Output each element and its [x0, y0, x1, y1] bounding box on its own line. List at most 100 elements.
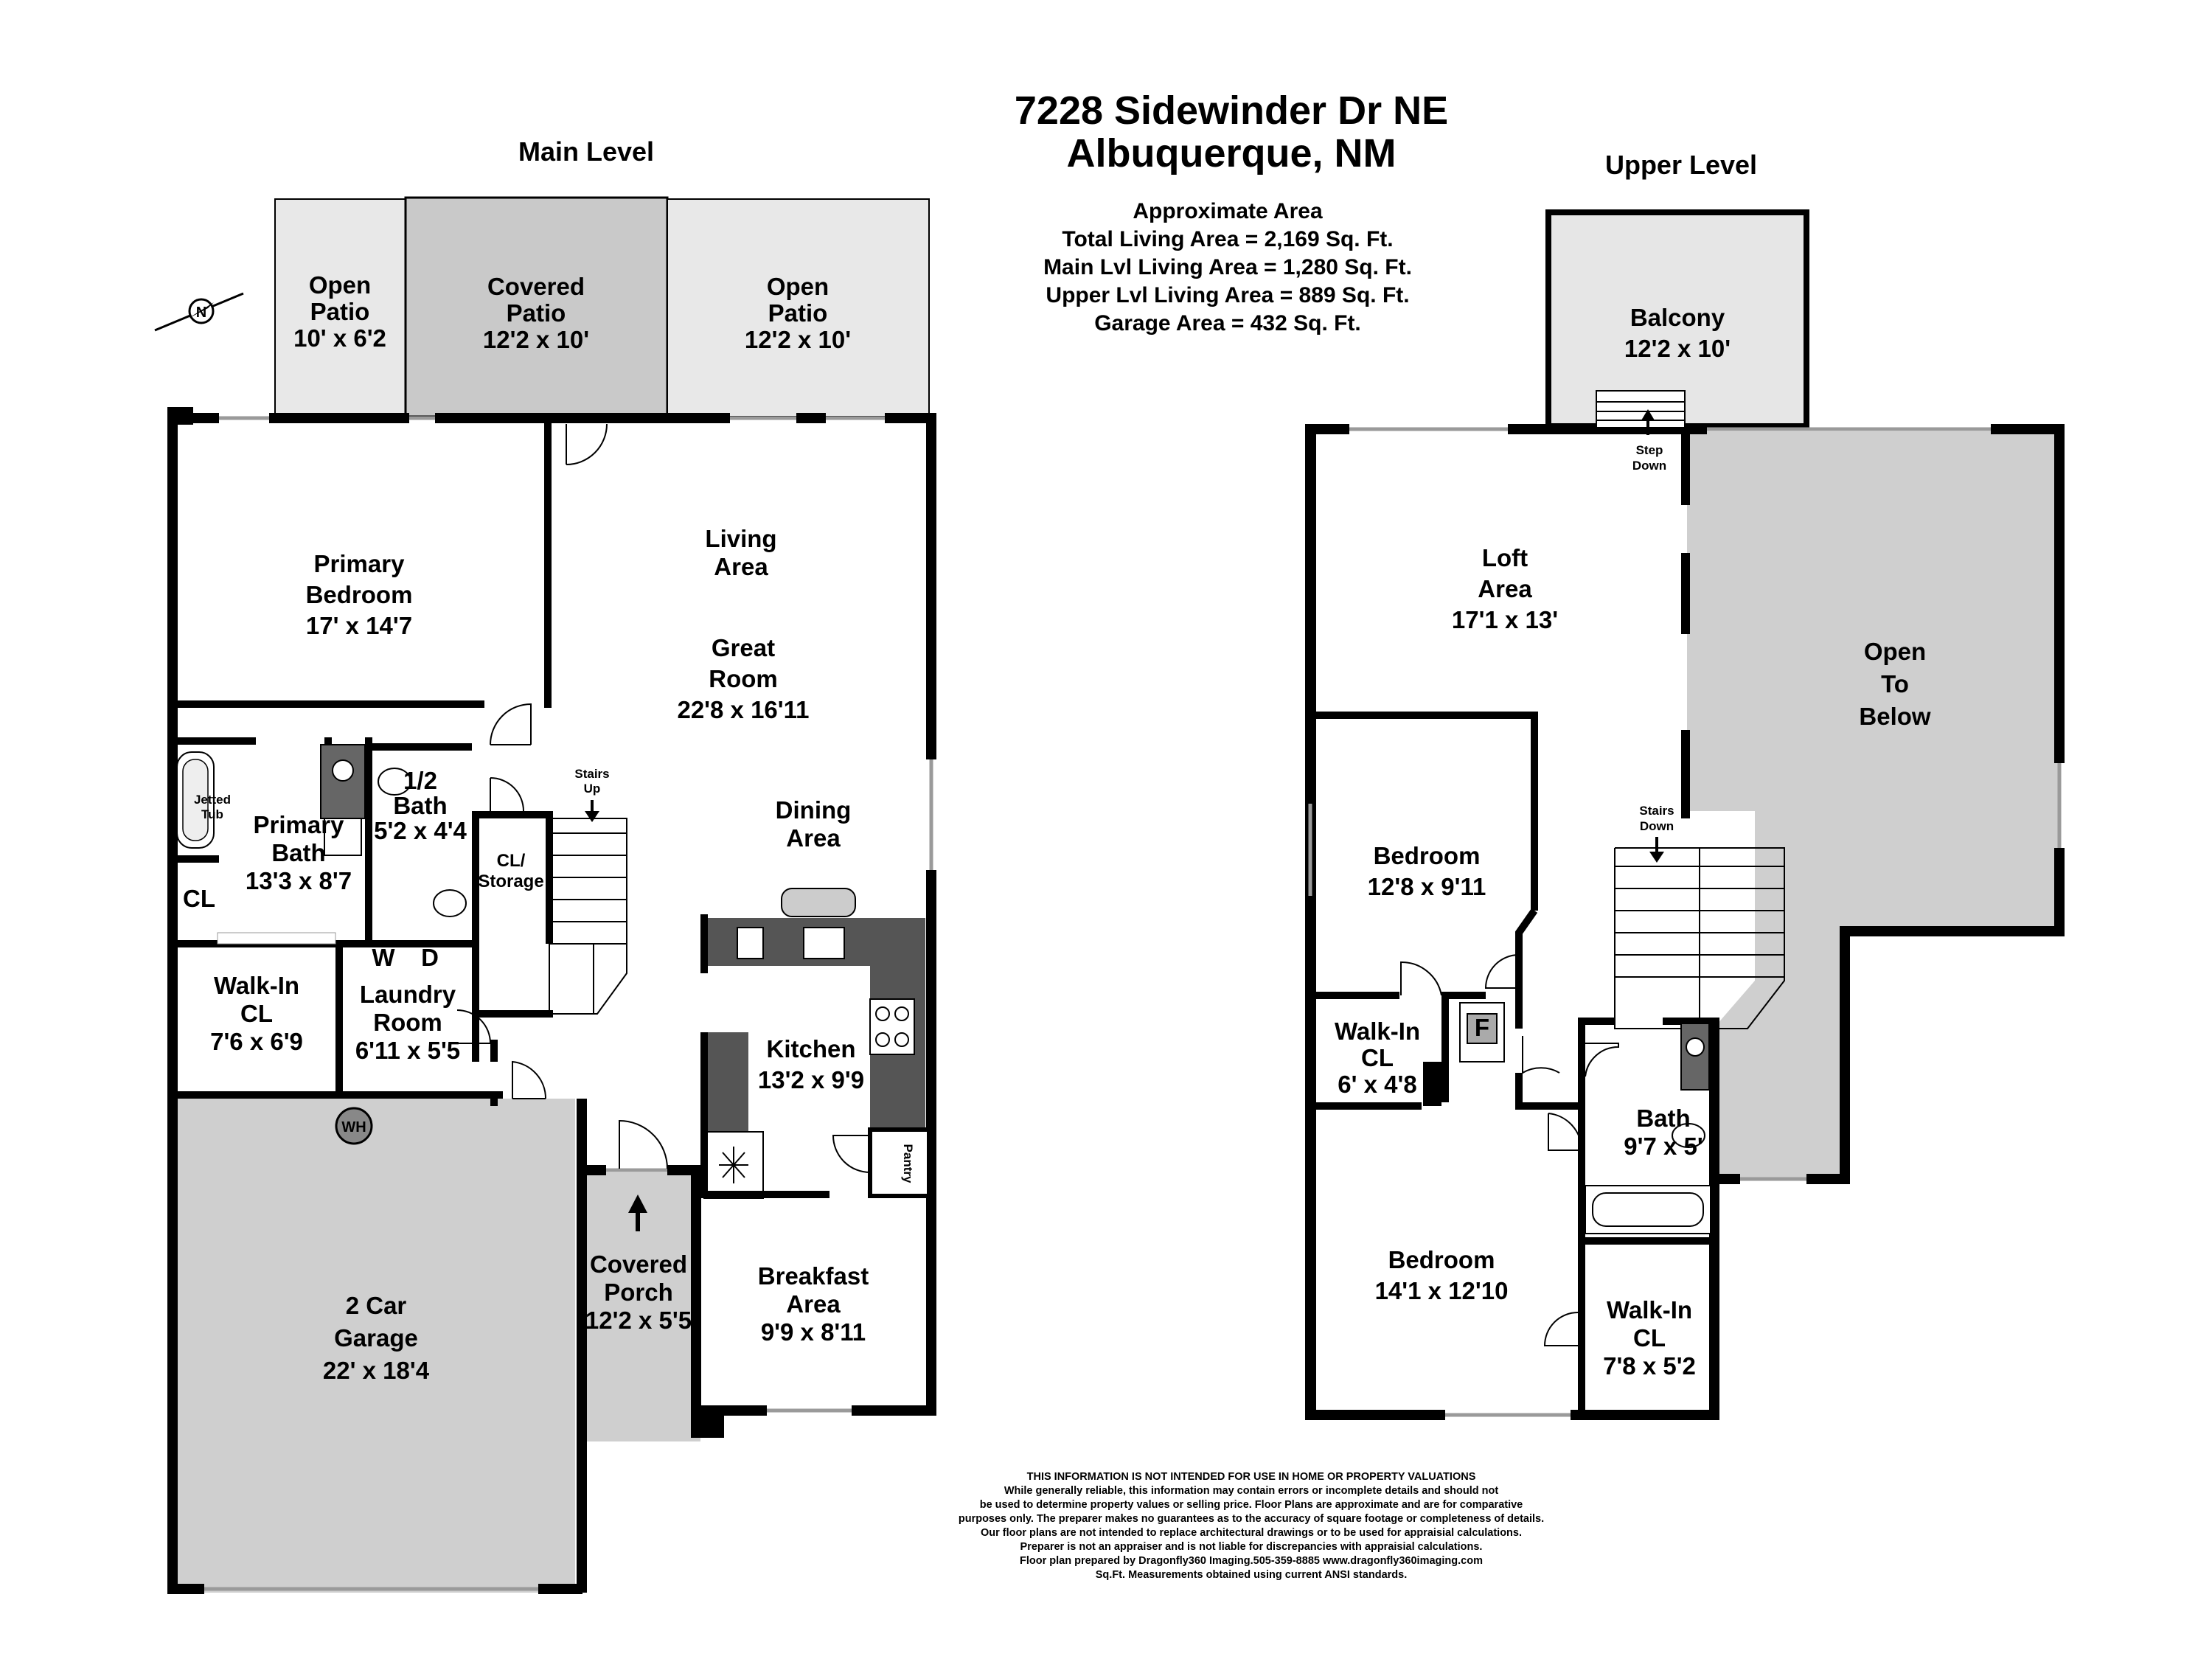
bath-name: Bath [1636, 1105, 1690, 1132]
walkin-cl-name-2: CL [240, 1000, 273, 1027]
disclaimer-line-2: While generally reliable, this informati… [1004, 1485, 1499, 1497]
walkin-cl-b-name: Walk-In [1607, 1296, 1692, 1324]
garage-floor [177, 1099, 575, 1593]
kitchen-size: 13'2 x 9'9 [758, 1066, 864, 1093]
bath-size: 9'7 x 5' [1624, 1133, 1703, 1160]
jetted-tub-label-2: Tub [201, 807, 223, 821]
garage-name: 2 Car [346, 1292, 407, 1319]
address-line-2: Albuquerque, NM [1067, 131, 1397, 175]
disclaimer-line-6: Preparer is not an appraiser and is not … [1020, 1541, 1483, 1553]
loft-size: 17'1 x 13' [1452, 606, 1558, 633]
covered-porch-name: Covered [590, 1251, 687, 1278]
cl-storage-label-2: Storage [478, 872, 543, 891]
main-level-title: Main Level [518, 136, 654, 167]
dining-area-name-2: Area [786, 824, 841, 852]
loft-name-2: Area [1478, 575, 1532, 602]
primary-bedroom-name: Primary [314, 550, 406, 577]
covered-patio-name: Covered [487, 273, 585, 300]
area-title: Approximate Area [1133, 199, 1323, 223]
garage-size: 22' x 18'4 [323, 1357, 430, 1384]
bedroom-a-size: 12'8 x 9'11 [1368, 873, 1486, 900]
balcony-size: 12'2 x 10' [1624, 335, 1731, 362]
porch-floor [586, 1172, 700, 1441]
open-patio-right-size: 12'2 x 10' [745, 326, 851, 353]
pantry-label: Pantry [901, 1144, 915, 1183]
great-room-name: Great [712, 634, 775, 661]
great-room-size: 22'8 x 16'11 [677, 696, 809, 723]
garage-name-2: Garage [334, 1324, 418, 1352]
walkin-cl-name: Walk-In [214, 972, 299, 999]
covered-porch-size: 12'2 x 5'5 [585, 1307, 692, 1334]
disclaimer-line-7: Floor plan prepared by Dragonfly360 Imag… [1020, 1555, 1483, 1567]
open-patio-right [667, 198, 930, 417]
walkin-cl-b-name-2: CL [1633, 1324, 1666, 1352]
open-to-below-2: To [1881, 670, 1909, 698]
cl-storage-label: CL/ [497, 851, 526, 871]
address-line-1: 7228 Sidewinder Dr NE [1015, 88, 1448, 133]
step-down-label: Step [1636, 443, 1663, 457]
primary-bedroom-name-2: Bedroom [306, 581, 413, 608]
breakfast-size: 9'9 x 8'11 [761, 1318, 866, 1346]
great-room-name-2: Room [709, 665, 778, 692]
half-bath-size: 5'2 x 4'4 [374, 817, 467, 844]
main-stairs [479, 800, 627, 1015]
laundry-name: Laundry [360, 981, 456, 1008]
main-level-plan: Open Patio 10' x 6'2 Covered Patio 12'2 … [167, 196, 936, 1594]
step-down-label-2: Down [1632, 459, 1666, 473]
area-main: Main Lvl Living Area = 1,280 Sq. Ft. [1043, 255, 1412, 279]
dryer-label: D [421, 944, 439, 971]
dining-area-name: Dining [776, 796, 852, 824]
compass-icon: N [154, 292, 244, 332]
open-to-below [1687, 431, 2061, 1180]
living-area-name: Living [705, 525, 776, 552]
disclaimer-line-5: Our floor plans are not intended to repl… [981, 1527, 1522, 1539]
open-patio-left-name-2: Patio [310, 298, 370, 325]
living-area-name-2: Area [714, 553, 768, 580]
stairs-down-label: Stairs [1639, 804, 1674, 818]
compass-letter: N [196, 305, 206, 321]
upper-doors [1400, 954, 1619, 1346]
open-to-below-3: Below [1859, 703, 1931, 730]
upper-stairs [1614, 837, 1785, 1029]
main-doors [456, 423, 871, 1231]
area-total: Total Living Area = 2,169 Sq. Ft. [1062, 227, 1393, 251]
half-bath-name: 1/2 [403, 767, 437, 794]
area-summary: Approximate Area Total Living Area = 2,1… [1043, 199, 1412, 335]
covered-patio-size: 12'2 x 10' [483, 326, 589, 353]
washer-label: W [372, 944, 395, 971]
bedroom-b-name: Bedroom [1388, 1246, 1495, 1273]
fireplace-label: F [1475, 1014, 1489, 1041]
covered-patio-name-2: Patio [507, 299, 566, 327]
open-to-below-1: Open [1864, 638, 1926, 665]
bedroom-a-name: Bedroom [1374, 842, 1481, 869]
walkin-cl-a-size: 6' x 4'8 [1338, 1071, 1416, 1098]
area-upper: Upper Lvl Living Area = 889 Sq. Ft. [1046, 283, 1409, 307]
jetted-tub-label: Jetted [194, 793, 231, 807]
open-patio-right-name-2: Patio [768, 299, 828, 327]
loft-name: Loft [1482, 544, 1528, 571]
walkin-cl-size: 7'6 x 6'9 [210, 1028, 303, 1055]
water-heater-icon [335, 1107, 373, 1145]
stairs-down-label-2: Down [1640, 819, 1674, 833]
covered-porch-name-2: Porch [604, 1279, 673, 1306]
disclaimer-line-4: purposes only. The preparer makes no gua… [959, 1513, 1544, 1525]
breakfast-name: Breakfast [758, 1262, 869, 1290]
upper-level-title: Upper Level [1605, 150, 1757, 180]
primary-bath-size: 13'3 x 8'7 [246, 867, 352, 894]
kitchen-counters [700, 888, 925, 1199]
disclaimer-line-1: THIS INFORMATION IS NOT INTENDED FOR USE… [1027, 1471, 1476, 1483]
primary-bath-name: Primary [254, 811, 345, 838]
half-bath-name-2: Bath [393, 792, 447, 819]
walkin-cl-a-name: Walk-In [1335, 1018, 1420, 1045]
walkin-cl-b-size: 7'8 x 5'2 [1603, 1352, 1696, 1380]
primary-bedroom-size: 17' x 14'7 [306, 612, 412, 639]
disclaimer-line-8: Sq.Ft. Measurements obtained using curre… [1096, 1569, 1407, 1581]
breakfast-name-2: Area [786, 1290, 841, 1318]
laundry-size: 6'11 x 5'5 [355, 1037, 460, 1064]
svg-text:Patio: Patio [310, 298, 370, 325]
upper-level-plan: Balcony 12'2 x 10' Step Down Loft Area 1… [1305, 209, 2065, 1420]
water-heater-label: WH [341, 1119, 366, 1135]
kitchen-name: Kitchen [766, 1035, 855, 1062]
bedroom-b-size: 14'1 x 12'10 [1375, 1277, 1509, 1304]
